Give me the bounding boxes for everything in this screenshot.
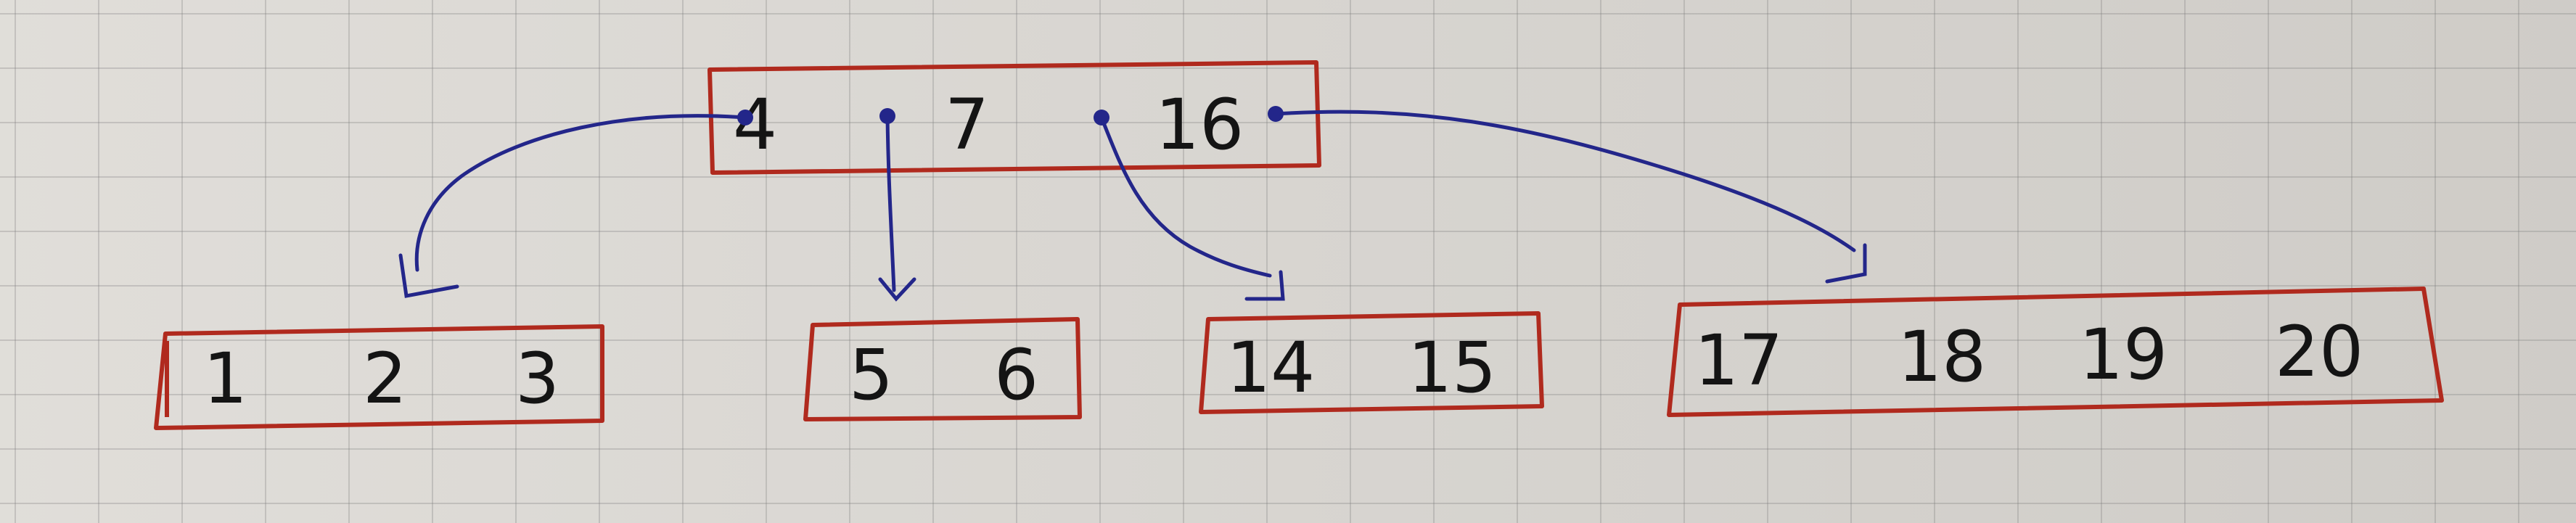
child-node-2-box: [803, 317, 1082, 421]
child-4-key-3: 19: [2079, 314, 2167, 395]
pointer-4-line: [1273, 110, 1856, 252]
child-node-4: 17 18 19 20: [1667, 287, 2444, 417]
pointer-2-line: [885, 114, 896, 292]
child-1-key-3: 3: [515, 338, 559, 419]
pointer-4: [1268, 106, 1867, 284]
pointer-4-arrowhead: [1825, 243, 1867, 284]
pointer-3-line: [1099, 115, 1272, 278]
root-key-1: 4: [733, 84, 777, 165]
child-1-key-2: 2: [363, 338, 407, 419]
child-2-key-1: 5: [849, 334, 893, 416]
pointer-3-arrowhead: [1244, 270, 1285, 301]
child-3-key-2: 15: [1408, 327, 1496, 408]
pointer-1: [398, 110, 753, 298]
child-4-key-1: 17: [1694, 320, 1783, 401]
pointer-1-line: [414, 114, 747, 272]
child-node-4-box: [1667, 287, 2444, 417]
pointer-3: [1094, 110, 1285, 301]
root-node-box: [707, 60, 1321, 175]
child-4-key-4: 20: [2275, 311, 2363, 392]
pointer-1-arrowhead: [398, 253, 459, 298]
child-4-key-2: 18: [1898, 316, 1986, 398]
root-key-3: 16: [1155, 84, 1244, 165]
child-node-2: 5 6: [803, 317, 1082, 421]
child-node-3-box: [1199, 311, 1544, 414]
root-node: 4 7 16: [707, 60, 1321, 175]
child-1-key-1: 1: [203, 338, 247, 419]
child-node-3: 14 15: [1199, 311, 1544, 414]
child-3-key-1: 14: [1226, 327, 1315, 408]
child-node-1-box: [154, 324, 604, 430]
root-key-2: 7: [945, 84, 989, 165]
pointer-2: [878, 108, 916, 302]
child-2-key-2: 6: [994, 334, 1038, 416]
pointer-2-arrowhead: [878, 277, 916, 302]
child-node-1: 1 2 3: [154, 324, 604, 430]
